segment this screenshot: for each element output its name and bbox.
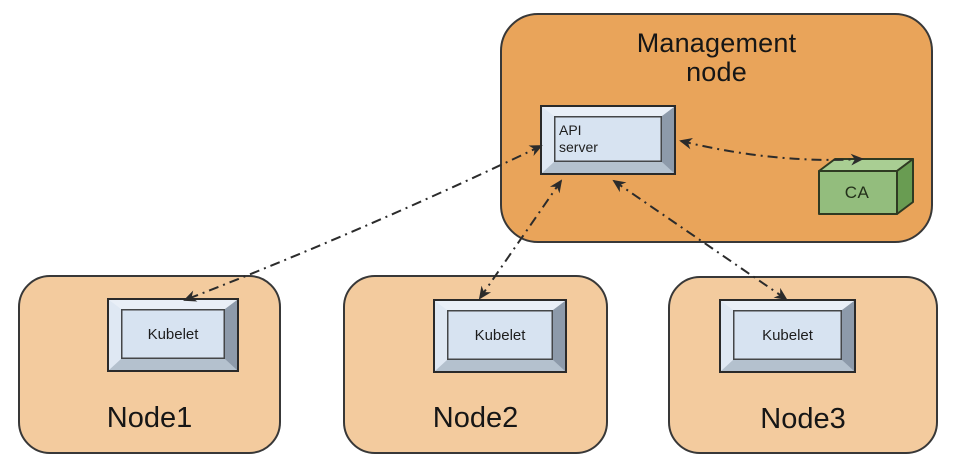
- api-server-label-line1: API: [559, 122, 582, 138]
- ca-label: CA: [844, 183, 870, 202]
- kubelet-label-node2: Kubelet: [474, 326, 526, 344]
- ca-cube: CA: [818, 157, 914, 215]
- ca-cube-front-face: [818, 170, 898, 215]
- kubelet-label-node3: Kubelet: [762, 326, 813, 344]
- management-node-box: Management node API server CA: [500, 13, 933, 243]
- ca-cube-icon: [818, 158, 914, 215]
- node3-box: Kubelet Node3: [668, 276, 938, 454]
- kubelet-box-node2: Kubelet: [433, 299, 567, 373]
- management-node-label: Management node: [502, 29, 931, 87]
- kubelet-label-node1: Kubelet: [147, 325, 199, 343]
- node2-label: Node2: [432, 402, 519, 434]
- node1-label: Node1: [106, 402, 193, 434]
- kubelet-box-node3: Kubelet: [719, 299, 856, 373]
- api-server-label: API server: [554, 122, 598, 156]
- api-server-label-line2: server: [559, 139, 598, 155]
- node2-box: Kubelet Node2: [343, 275, 608, 454]
- node3-label: Node3: [760, 403, 846, 435]
- management-node-label-line2: node: [686, 57, 747, 87]
- api-server-box: API server: [540, 105, 676, 175]
- kubelet-box-node1: Kubelet: [107, 298, 239, 372]
- management-node-label-line1: Management: [636, 28, 797, 58]
- node1-box: Kubelet Node1: [18, 275, 281, 454]
